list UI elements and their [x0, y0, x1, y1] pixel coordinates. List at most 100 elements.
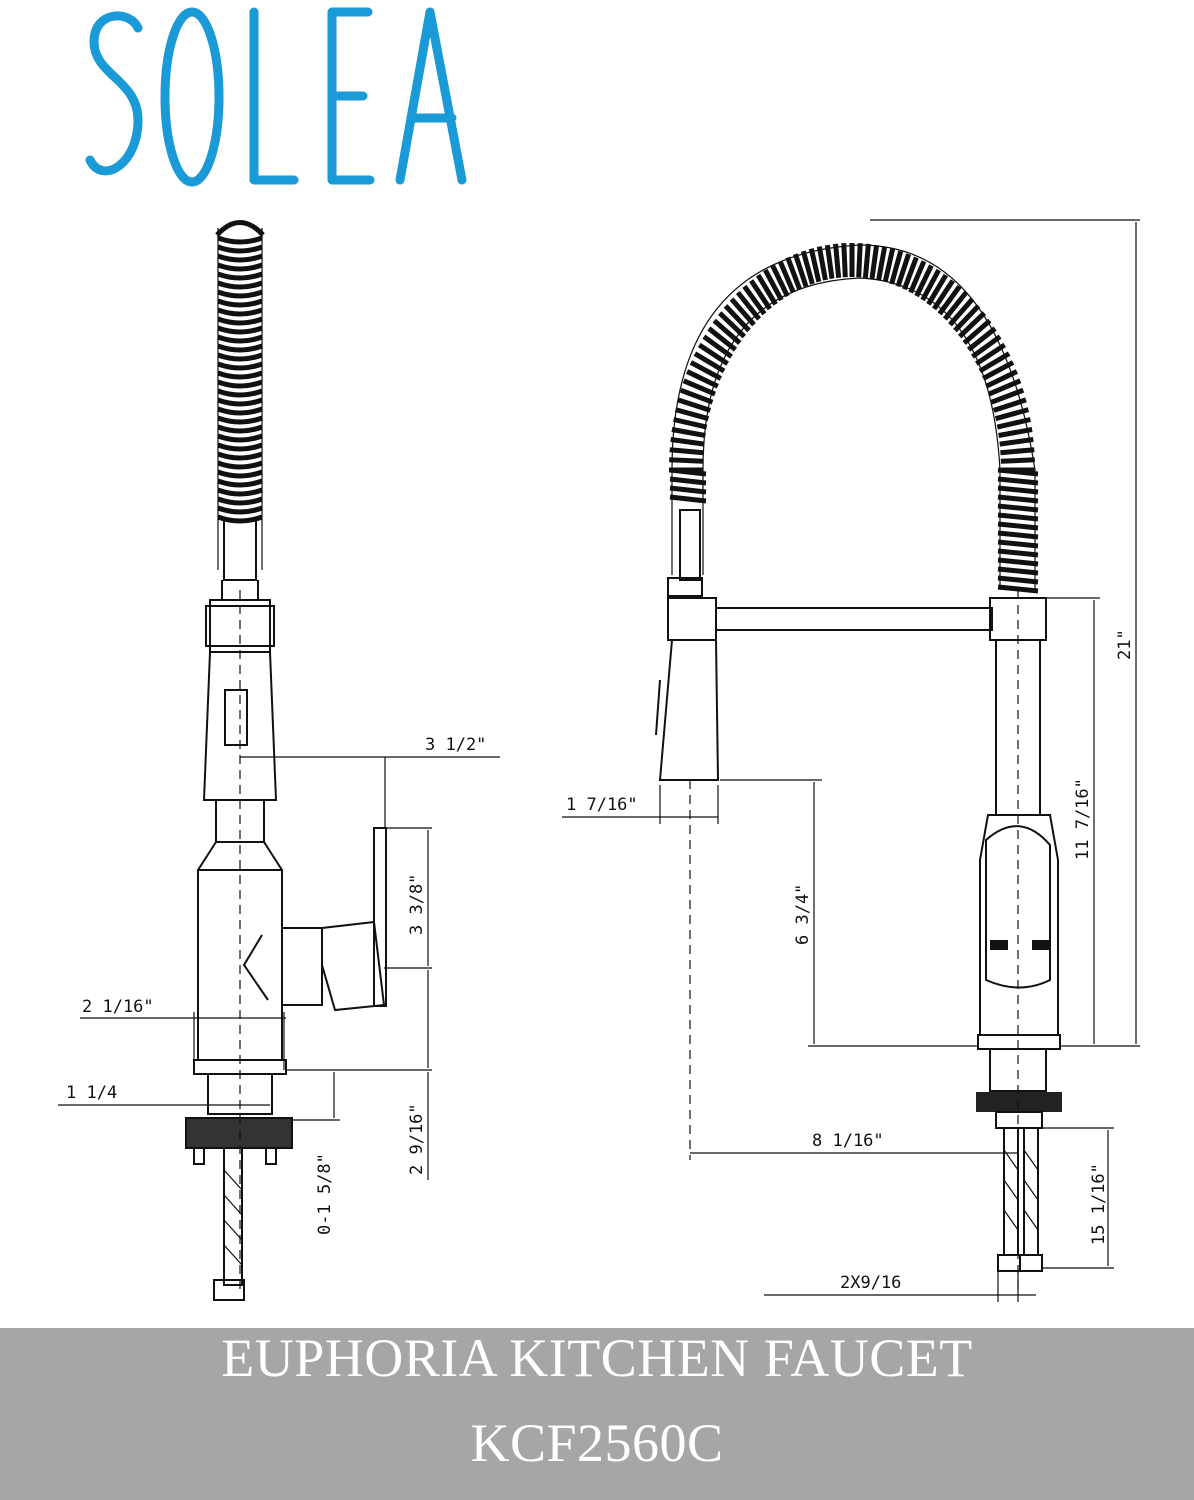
- product-name: EUPHORIA KITCHEN FAUCET: [221, 1328, 973, 1388]
- spring-coil: [942, 290, 969, 321]
- dim-spout-height: 11 7/16": [1073, 778, 1093, 860]
- spring-coil: [971, 334, 1002, 359]
- spring-coil: [217, 289, 263, 299]
- spring-coil: [926, 273, 949, 306]
- spring-coil: [869, 244, 880, 280]
- spring-coil: [882, 248, 896, 283]
- spring-coil: [975, 342, 1007, 366]
- spring-coil: [999, 437, 1034, 447]
- spring-coil: [1000, 447, 1035, 456]
- spring-coil: [997, 548, 1039, 558]
- spring-coil: [217, 307, 263, 317]
- spring-coil: [217, 397, 263, 407]
- spring-coil: [217, 496, 263, 506]
- spring-coil: [777, 260, 796, 294]
- spring-coil: [755, 273, 778, 306]
- dim-handle-reach: 3 1/2": [425, 735, 486, 755]
- spring-coil: [217, 271, 263, 281]
- spring-coil: [978, 351, 1011, 374]
- spring-coil: [895, 253, 911, 288]
- spring-coil: [997, 494, 1039, 504]
- spring-coil: [217, 424, 263, 434]
- spring-coil: [217, 469, 263, 479]
- spring-coil: [785, 256, 802, 291]
- spring-coil: [908, 260, 927, 294]
- spring-coil: [669, 485, 707, 495]
- spring-coil: [962, 318, 992, 345]
- logo-letter-a: [395, 7, 467, 185]
- spring-coil: [862, 243, 871, 279]
- spring-coil: [997, 539, 1039, 549]
- spring-coil: [749, 279, 772, 311]
- spring-coil: [217, 442, 263, 452]
- spring-coil: [997, 566, 1039, 576]
- spring-coil: [997, 530, 1039, 540]
- spring-coil: [217, 451, 263, 461]
- side-view: 3 1/2" 3 3/8" 2 1/16" 1 1/4 0-1 5/8" 2 9…: [58, 220, 500, 1301]
- spring-coil: [997, 584, 1039, 594]
- spring-coil: [932, 279, 955, 311]
- dim-sprayer-diameter: 1 7/16": [566, 795, 638, 815]
- dim-handle-height: 3 3/8": [407, 874, 427, 935]
- spring-coil: [953, 304, 981, 333]
- spring-coil: [957, 311, 987, 339]
- spring-coil: [671, 427, 706, 438]
- dim-overall-height: 21": [1115, 629, 1135, 660]
- spring-coil: [217, 406, 263, 416]
- spring-coil: [217, 262, 263, 272]
- dim-body-diameter: 2 1/16": [82, 997, 154, 1017]
- dim-hose-length: 15 1/16": [1089, 1163, 1109, 1245]
- spring-coil: [217, 334, 263, 344]
- spring-coil: [217, 415, 263, 425]
- spring-coil: [217, 253, 263, 263]
- spring-coil: [914, 264, 934, 298]
- spring-coil: [937, 284, 962, 316]
- logo-letter-e: [327, 7, 375, 185]
- spring-coil: [997, 476, 1039, 486]
- spring-coil: [217, 244, 263, 254]
- spring-coil: [997, 557, 1039, 567]
- spring-coil: [689, 360, 722, 381]
- spring-coil: [998, 427, 1033, 438]
- spring-coil: [920, 268, 941, 302]
- spring-coil: [833, 243, 842, 279]
- spring-coil: [217, 379, 263, 389]
- dim-base-height: 2 9/16": [407, 1103, 427, 1175]
- spring-coil: [673, 417, 708, 430]
- spring-coil: [217, 298, 263, 308]
- spring-coil: [217, 460, 263, 470]
- spring-coil: [679, 387, 714, 405]
- spring-coil: [997, 512, 1039, 522]
- spring-coil: [742, 284, 767, 316]
- spring-coil: [770, 264, 790, 298]
- spring-coil: [997, 521, 1039, 531]
- spring-coil: [824, 244, 835, 280]
- spring-coil: [217, 316, 263, 326]
- spring-coil: [217, 352, 263, 362]
- spring-coil: [948, 297, 975, 327]
- spring-coil: [217, 361, 263, 371]
- spring-coil: [763, 268, 784, 302]
- spring-coil: [808, 248, 822, 283]
- spring-coil: [674, 407, 710, 422]
- solea-logo: [85, 7, 467, 187]
- spring-coil: [669, 467, 707, 477]
- spring-coil: [997, 485, 1039, 495]
- spring-coil: [997, 503, 1039, 513]
- spring-coil: [217, 487, 263, 497]
- spring-coil: [217, 370, 263, 380]
- spring-coil: [856, 243, 863, 278]
- front-view: 21" 11 7/16" 6 3/4" 1 7/16" 8 1/16" 15 1…: [562, 219, 1140, 1302]
- spring-coil: [217, 325, 263, 335]
- spring-coil: [793, 253, 809, 288]
- dim-shank-diameter: 1 1/4: [66, 1083, 117, 1103]
- spring-coil: [889, 250, 904, 285]
- spring-coil: [707, 326, 738, 352]
- spring-coil: [841, 243, 848, 278]
- spring-coil: [217, 235, 263, 245]
- model-number: KCF2560C: [470, 1413, 724, 1473]
- spring-coil: [217, 505, 263, 515]
- spring-coil: [669, 457, 704, 464]
- spring-coil: [1000, 457, 1035, 464]
- spring-coil: [677, 397, 712, 413]
